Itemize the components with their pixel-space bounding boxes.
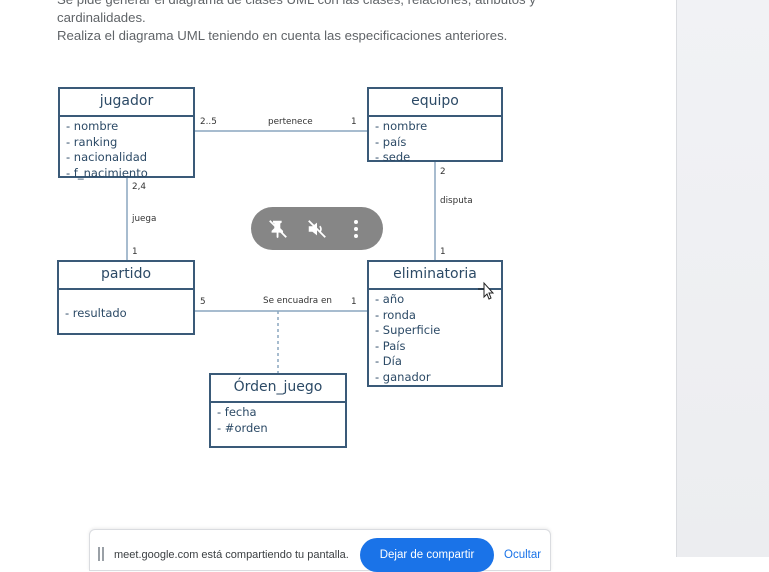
attribute: - ganador [375, 369, 431, 384]
class-title: Órden_juego [211, 375, 345, 403]
class-equipo: equipo - nombre - país - sede [367, 87, 503, 164]
cursor-icon [478, 281, 495, 300]
attribute: - resultado [65, 306, 127, 320]
multiplicity-label: 1 [351, 117, 357, 127]
class-attributes: - nombre - ranking - nacionalidad - f_na… [60, 117, 193, 181]
multiplicity-label: 1 [132, 247, 138, 257]
multiplicity-label: 5 [200, 297, 206, 307]
class-partido: partido - resultado [57, 260, 195, 335]
multiplicity-label: 2 [440, 167, 446, 177]
pin-off-icon[interactable] [263, 214, 293, 244]
class-jugador: jugador - nombre - ranking - nacionalida… [58, 87, 195, 181]
association-label: Se encuadra en [263, 296, 332, 306]
class-eliminatoria: eliminatoria - año - ronda - Superficie … [367, 260, 503, 387]
attribute: - ranking [66, 134, 118, 149]
attribute: - f_nacimiento [66, 165, 148, 180]
association-label: juega [132, 214, 157, 224]
class-attributes: - año - ronda - Superficie - País - Día … [369, 290, 501, 385]
right-side-panel [676, 0, 769, 557]
intro-line-3: Realiza el diagrama UML teniendo en cuen… [57, 28, 508, 43]
class-orden-juego: Órden_juego - fecha - #orden [209, 373, 347, 448]
intro-line-1: Se pide generar el diagrama de clases UM… [57, 0, 657, 9]
class-attributes: - fecha - #orden [211, 403, 345, 436]
floating-call-controls [251, 207, 383, 250]
attribute: - nombre [375, 119, 428, 133]
class-attributes: - nombre - país - sede [369, 117, 501, 166]
association-label: pertenece [268, 117, 313, 127]
attribute: - País [375, 338, 406, 353]
attribute: - Superficie [375, 323, 441, 337]
class-title: equipo [369, 89, 501, 117]
intro-line-2: cardinalidades. [57, 10, 146, 25]
attribute: - fecha [217, 405, 257, 419]
association-label: disputa [440, 196, 473, 206]
share-message: meet.google.com está compartiendo tu pan… [114, 549, 349, 561]
class-title: partido [59, 262, 193, 290]
hide-button[interactable]: Ocultar [504, 549, 542, 561]
intro-text: Se pide generar el diagrama de clases UM… [57, 0, 657, 45]
more-vert-icon[interactable] [341, 214, 371, 244]
uml-connectors [126, 130, 436, 373]
attribute: - país [375, 134, 407, 149]
drag-handle-icon[interactable] [98, 547, 104, 561]
attribute: - sede [375, 150, 411, 164]
class-attributes: - resultado [59, 290, 193, 322]
screen-share-bar: meet.google.com está compartiendo tu pan… [89, 529, 551, 572]
attribute: - ronda [375, 307, 416, 322]
attribute: - nacionalidad [66, 150, 148, 164]
multiplicity-label: 2,4 [132, 182, 146, 192]
mute-icon[interactable] [302, 214, 332, 244]
attribute: - #orden [217, 420, 268, 435]
multiplicity-label: 1 [351, 297, 357, 307]
class-title: eliminatoria [369, 262, 501, 290]
multiplicity-label: 1 [440, 247, 446, 257]
stop-sharing-button[interactable]: Dejar de compartir [360, 538, 494, 572]
multiplicity-label: 2..5 [200, 117, 217, 127]
attribute: - Día [375, 354, 402, 368]
attribute: - año [375, 292, 405, 306]
class-title: jugador [60, 89, 193, 117]
attribute: - nombre [66, 119, 119, 133]
